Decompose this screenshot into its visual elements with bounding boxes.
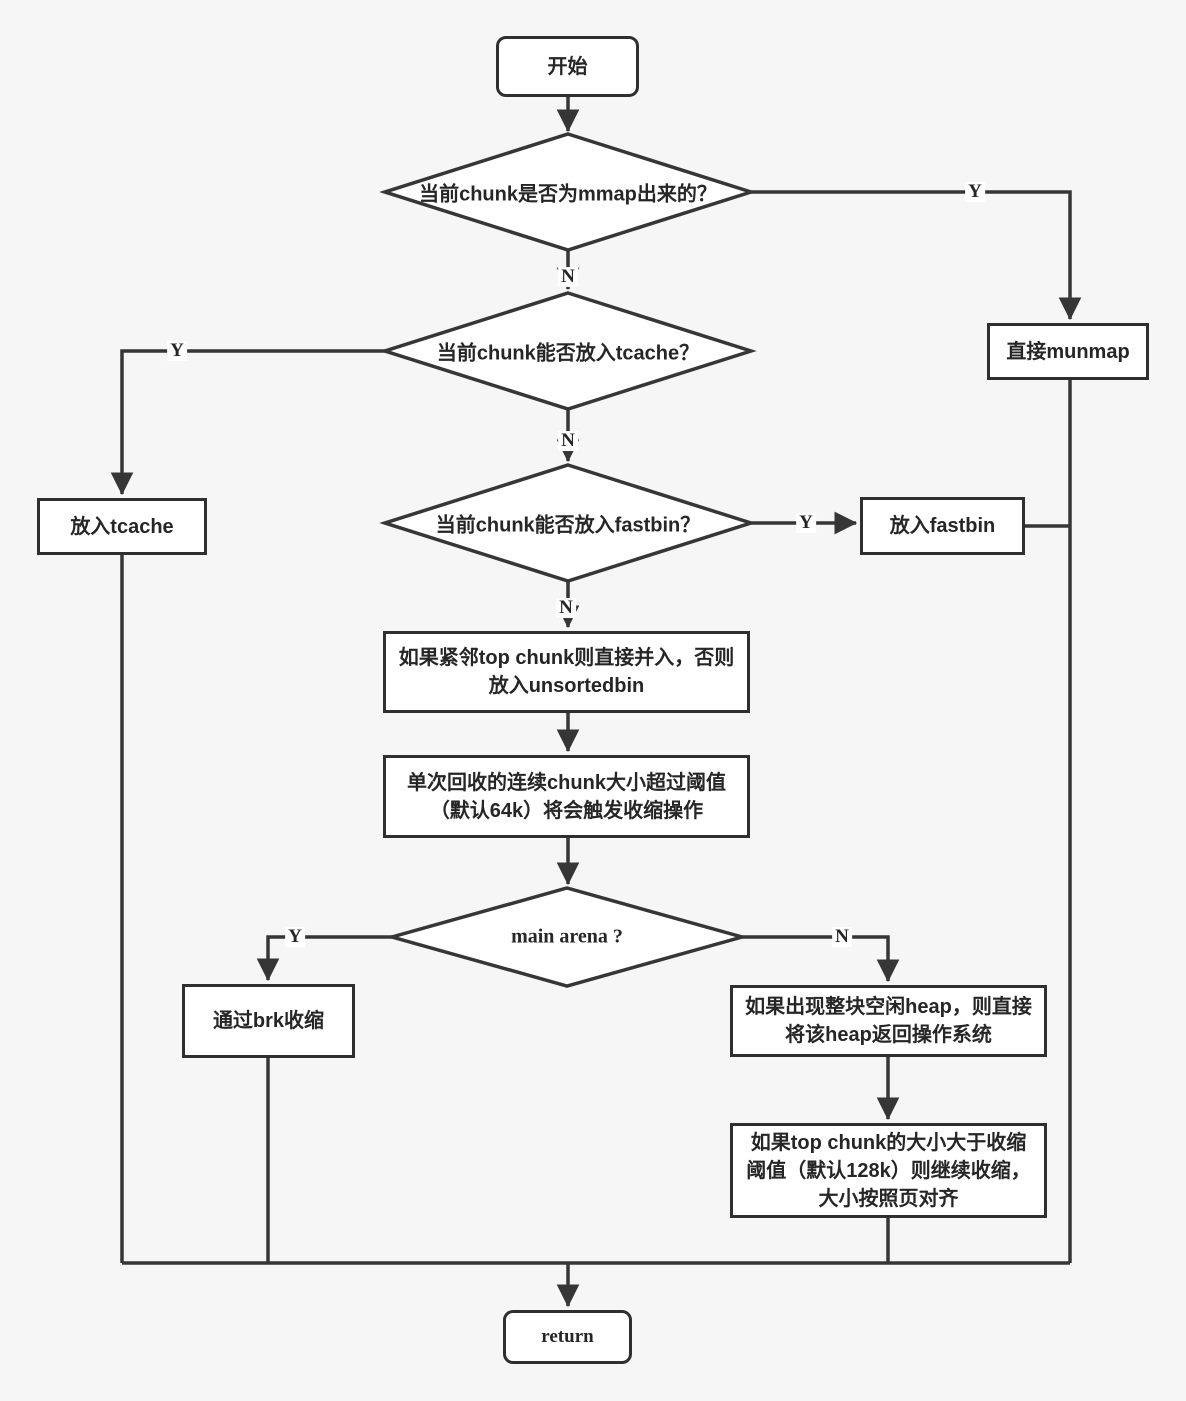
start-label: 开始 [547,55,588,78]
put-tcache-node: 放入tcache [37,498,207,555]
fastbin-question-diamond [379,463,757,583]
edge-mmap-yes-to-munmap [751,190,1082,321]
tcache-no-label: N [558,431,578,451]
main-arena-question-diamond [385,886,749,988]
edge-arena-yes-to-brk [256,935,392,982]
tcache-yes-label: Y [167,341,187,361]
put-fastbin-node: 放入fastbin [860,497,1025,555]
return-heap-node: 如果出现整块空闲heap，则直接将该heap返回操作系统 [730,985,1047,1057]
brk-shrink-node: 通过brk收缩 [182,984,355,1058]
edge-tcache-yes-to-put-tcache [110,349,385,496]
return-heap-label: 如果出现整块空闲heap，则直接将该heap返回操作系统 [745,996,1032,1046]
mmap-question-label: 当前chunk是否为mmap出来的？ [419,183,717,206]
merge-or-unsorted-node: 如果紧邻top chunk则直接并入，否则放入unsortedbin [383,631,750,713]
mmap-question-diamond [379,132,757,252]
edge-arena-no-to-return-heap [742,935,900,983]
mmap-yes-label: Y [965,182,985,202]
top-chunk-shrink-label: 如果top chunk的大小大于收缩阈值（默认128k）则继续收缩，大小按照页对… [746,1131,1031,1210]
fastbin-no-label: N [556,598,576,618]
put-tcache-label: 放入tcache [70,515,174,538]
start-node: 开始 [496,36,639,97]
shrink-trigger-label: 单次回收的连续chunk大小超过阈值（默认64k）将会触发收缩操作 [407,771,726,822]
mmap-no-label: N [558,267,578,287]
shrink-trigger-node: 单次回收的连续chunk大小超过阈值（默认64k）将会触发收缩操作 [383,755,750,838]
merge-or-unsorted-label: 如果紧邻top chunk则直接并入，否则放入unsortedbin [398,647,735,697]
arena-no-label: N [832,927,852,947]
brk-shrink-label: 通过brk收缩 [212,1010,325,1032]
fastbin-question-label: 当前chunk能否放入fastbin？ [435,514,701,537]
return-node: return [503,1310,632,1364]
arena-yes-label: Y [285,927,305,947]
tcache-question-label: 当前chunk能否放入tcache？ [436,342,700,365]
put-fastbin-label: 放入fastbin [889,515,996,537]
munmap-node: 直接munmap [987,323,1149,380]
top-chunk-shrink-node: 如果top chunk的大小大于收缩阈值（默认128k）则继续收缩，大小按照页对… [730,1123,1047,1218]
return-label: return [541,1325,594,1347]
fastbin-yes-label: Y [796,513,816,533]
munmap-label: 直接munmap [1006,340,1130,363]
main-arena-question-label: main arena ? [511,925,623,948]
tcache-question-diamond [379,291,757,411]
